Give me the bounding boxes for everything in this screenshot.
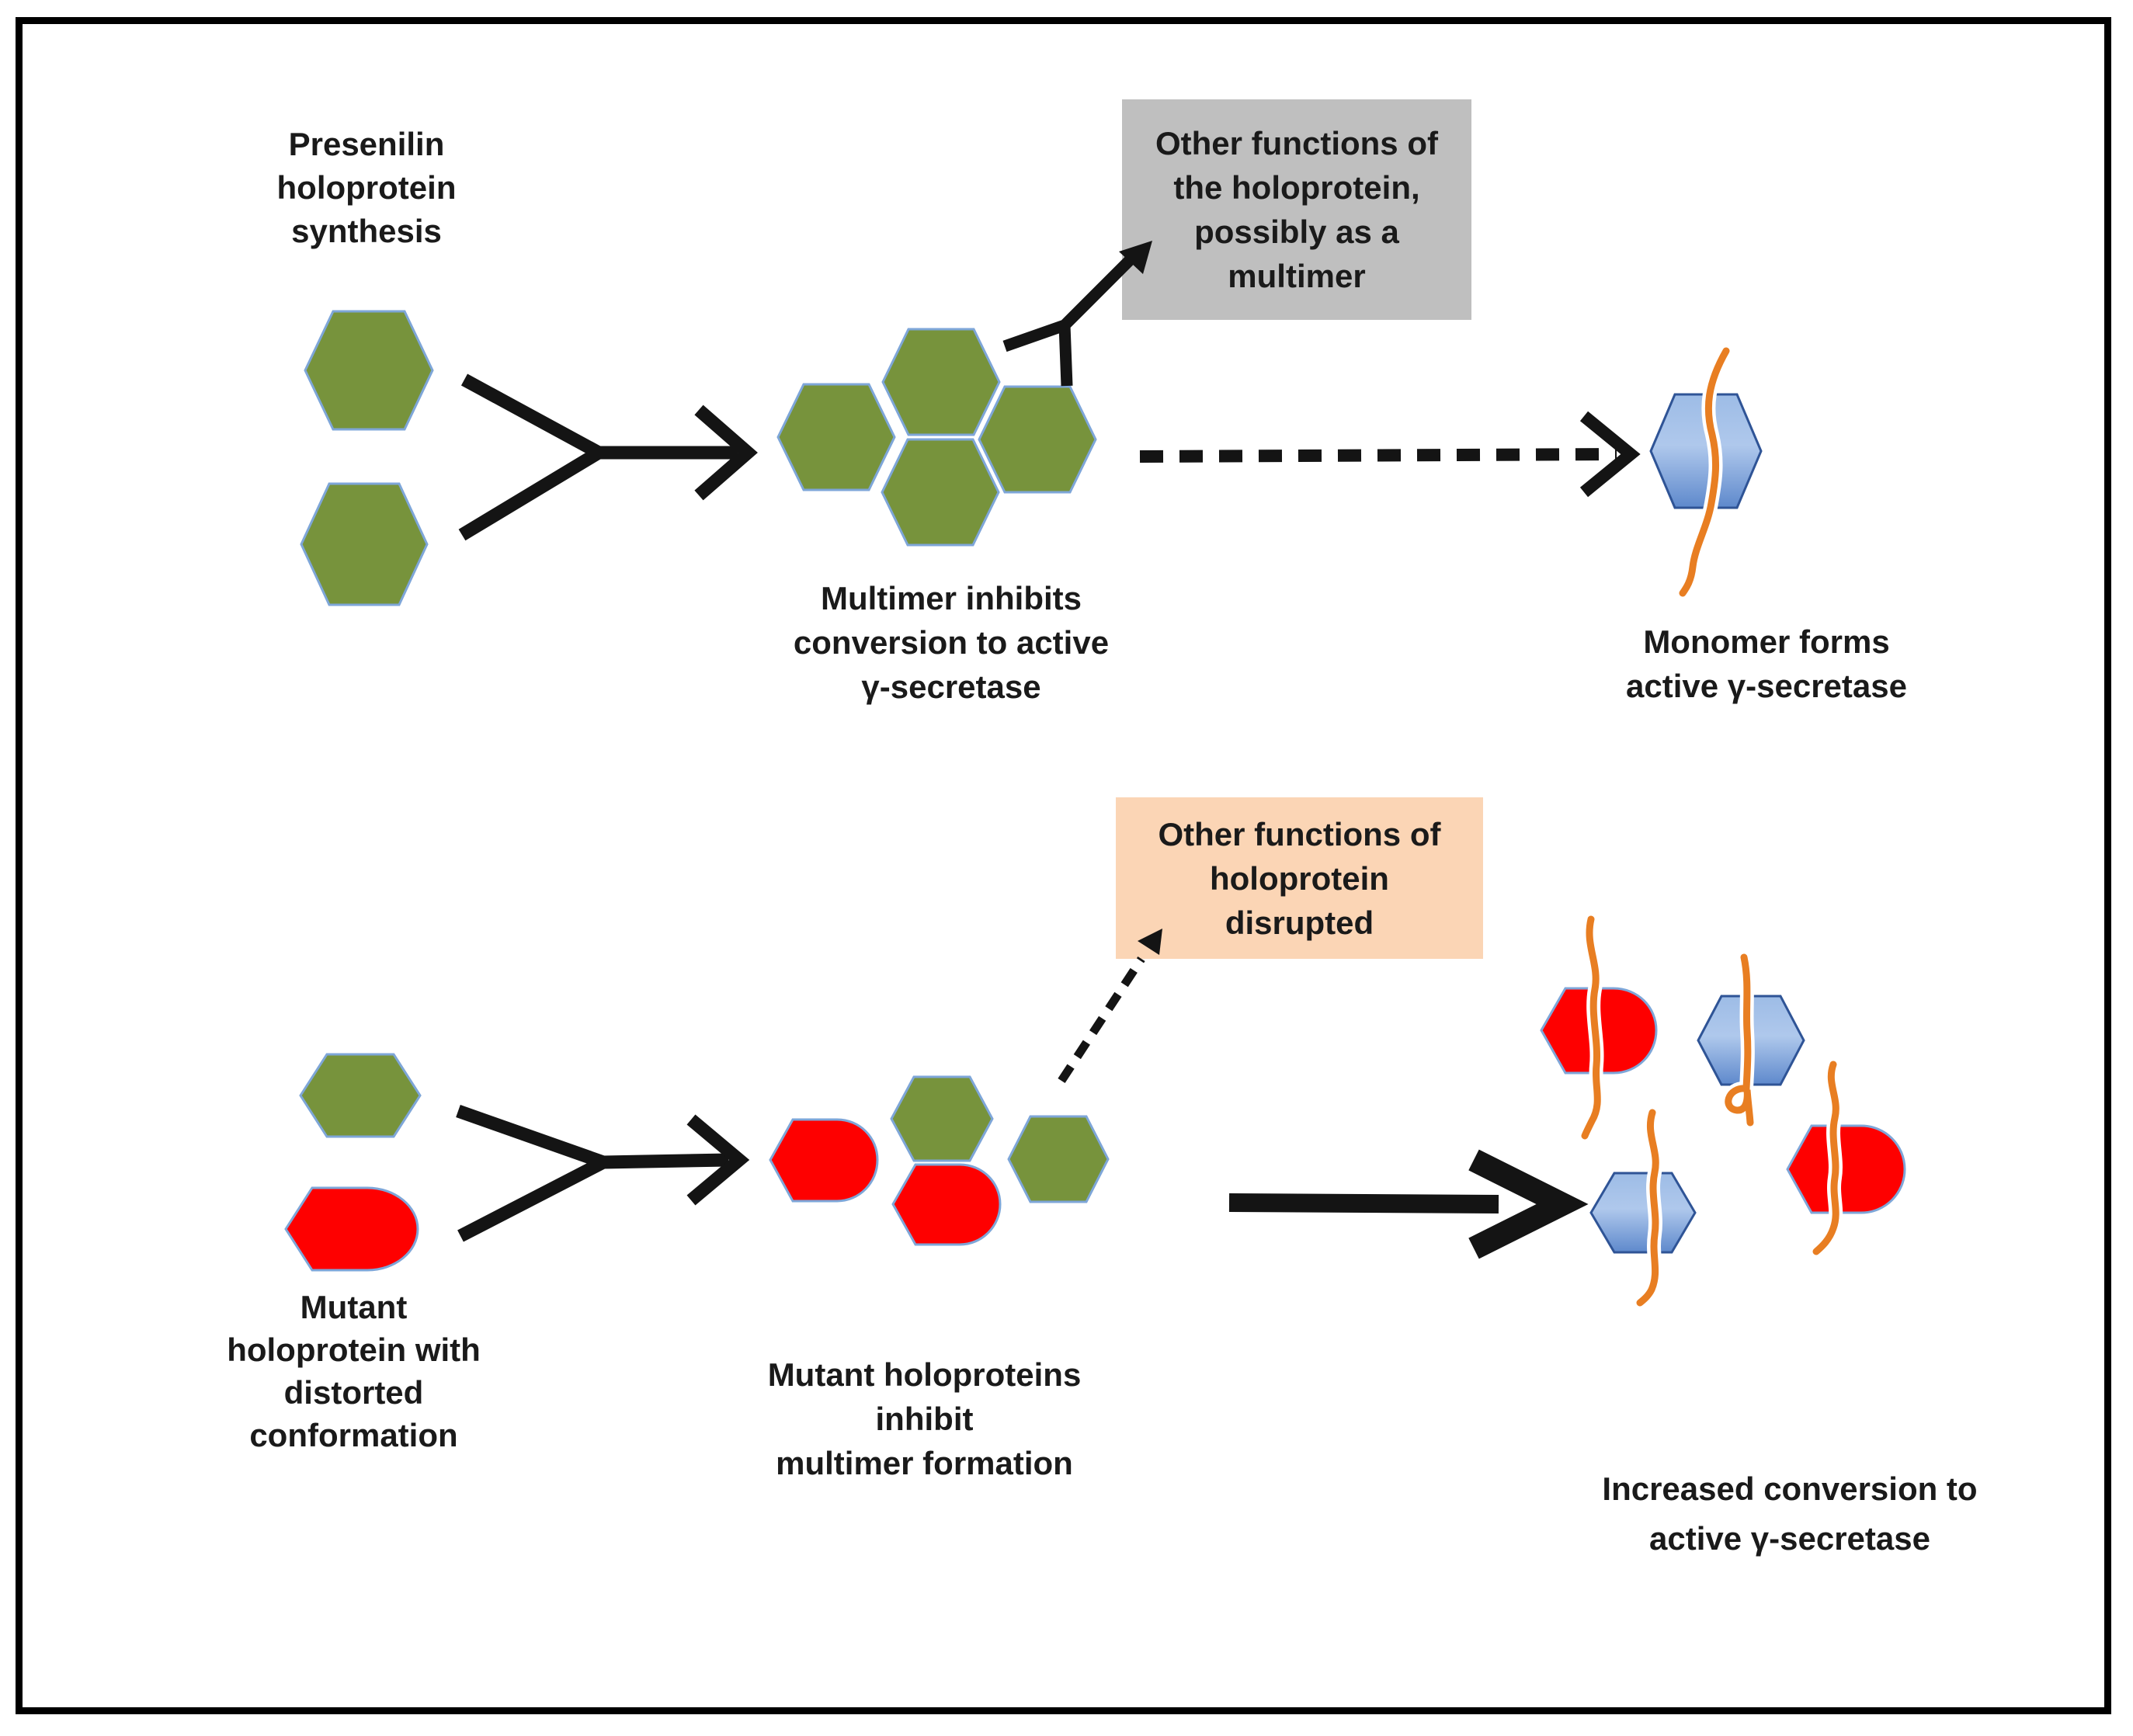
peach-callout-box: Other functions of holoprotein disrupted: [1116, 797, 1483, 959]
multimer-inhibits-label: Multimer inhibits conversion to active γ…: [793, 580, 1110, 705]
multimer-hexagon-icon: [776, 383, 896, 491]
mutant-hexagon-icon: [284, 1186, 419, 1272]
monomer-forms-label: Monomer forms active γ-secretase: [1626, 623, 1907, 704]
converge-arrow-bottom: [456, 1104, 729, 1242]
wildtype-hexagon-icon: [890, 1075, 994, 1162]
wildtype-hexagon-icon: [304, 310, 434, 431]
membrane-line-icon: [1679, 347, 1730, 597]
membrane-line-icon: [1581, 915, 1601, 1140]
synthesis-label: Presenilin holoprotein synthesis: [276, 126, 457, 249]
fork-arrowhead: [1119, 241, 1152, 274]
converge-arrowhead-bottom: [686, 1114, 750, 1206]
gray-callout-label: Other functions of the holoprotein, poss…: [1155, 125, 1438, 294]
wildtype-hexagon-icon: [300, 482, 429, 606]
monomer-hexagon-icon: [1649, 393, 1763, 509]
dashed-arrowhead-to-peach-box: [1138, 929, 1162, 955]
wildtype-hexagon-icon: [1007, 1115, 1110, 1203]
multimer-hexagon-icon: [881, 438, 1000, 547]
mutant-holoprotein-label: Mutant holoprotein with distorted confor…: [227, 1289, 481, 1453]
membrane-line-icon: [1812, 1061, 1839, 1255]
figure-border: [16, 17, 2111, 1714]
multimer-hexagon-icon: [881, 328, 1001, 436]
membrane-line-icon: [1636, 1109, 1659, 1307]
peach-callout-label: Other functions of holoprotein disrupted: [1158, 815, 1441, 941]
multimer-hexagon-icon: [978, 385, 1097, 494]
membrane-line-icon: [1725, 953, 1754, 1127]
monomer-hexagon-icon: [1589, 1172, 1697, 1254]
converge-arrowhead-top: [694, 404, 758, 501]
mutant-monomer-hexagon-icon: [1786, 1124, 1906, 1214]
increased-conversion-label: Increased conversion to active γ-secreta…: [1602, 1470, 1978, 1557]
mutant-hexagon-icon: [891, 1163, 1002, 1246]
big-arrowhead: [1468, 1149, 1589, 1259]
dashed-arrowhead-to-monomer: [1579, 411, 1641, 498]
wildtype-hexagon-icon: [299, 1053, 422, 1138]
converge-arrow-top: [458, 373, 738, 541]
gray-callout-box: Other functions of the holoprotein, poss…: [1122, 99, 1471, 320]
mutant-hexagon-icon: [769, 1118, 879, 1203]
mutant-inhibit-multimer-label: Mutant holoproteins inhibit multimer for…: [767, 1356, 1082, 1481]
dashed-arrow-to-monomer: [1139, 448, 1617, 463]
fork-arrow-to-gray-box: [1002, 252, 1138, 387]
big-arrow-to-monomers: [1228, 1193, 1499, 1213]
dashed-arrow-to-peach-box: [1058, 956, 1145, 1084]
